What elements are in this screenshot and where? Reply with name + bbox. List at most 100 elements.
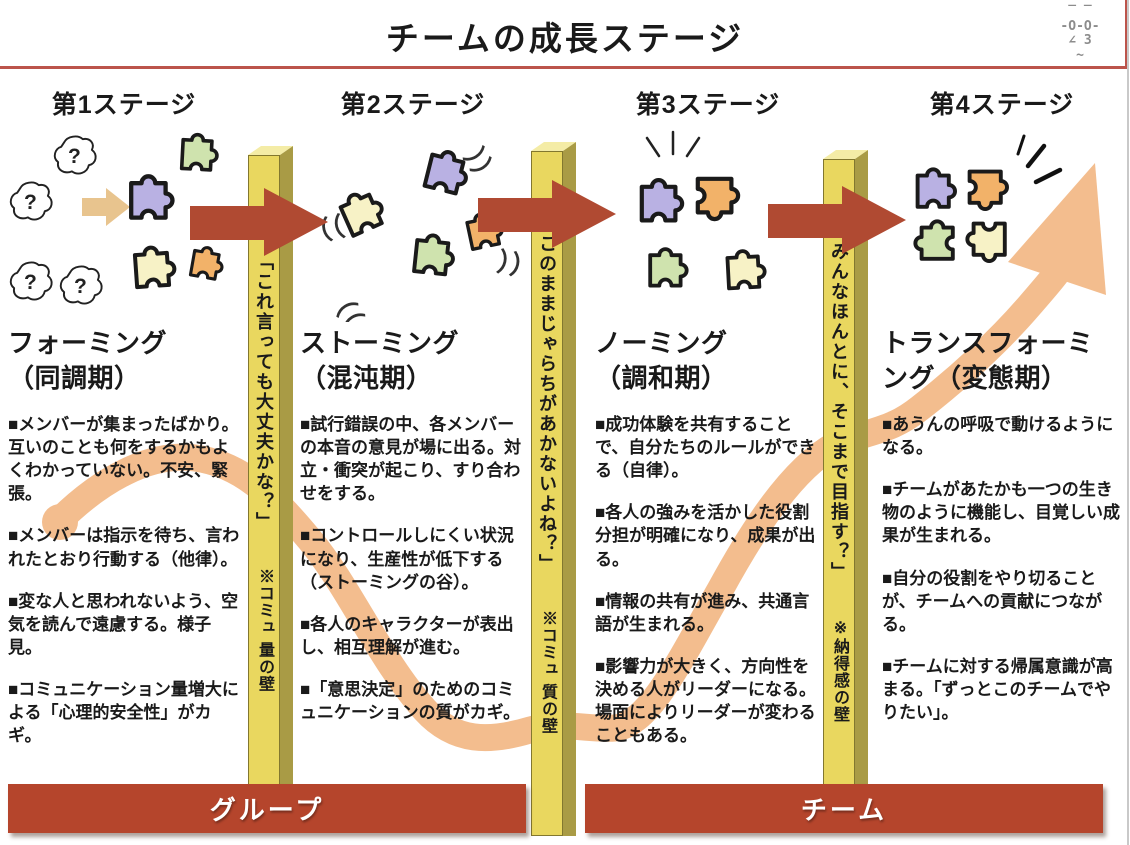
wall-top-face — [248, 146, 293, 155]
stage-1-label: 第1ステージ — [51, 91, 197, 119]
page-title: チームの成長ステージ — [385, 20, 745, 57]
stage-name-line: （調和期） — [595, 363, 728, 393]
puzzle-piece-icon — [131, 176, 172, 217]
puzzle-piece-icon — [464, 208, 507, 252]
wall-side-face — [563, 142, 576, 836]
stage-name-line: （同調期） — [8, 363, 141, 393]
vibration-mark: （（ — [302, 211, 347, 250]
stage-column-2: 第2ステージ （（ ）） ）） ）） ストーミング （混沌期） ■試行錯誤の中、… — [300, 88, 539, 743]
small-arrow-icon — [82, 188, 130, 226]
wall-quote: 「このままじゃらちがあかないよね？」 — [537, 214, 557, 574]
sparkle-lines-icon — [645, 130, 701, 158]
wall-quote: 「これ言っても大丈夫かな？」 — [254, 252, 274, 532]
doodle-face-icon: ‾ ‾ -O-O- ∠ 3 ~ — [1038, 4, 1122, 63]
bullet-item: ■自分の役割をやり切ることが、チームへの貢献につながる。 — [882, 568, 1103, 634]
bullet-item: ■変な人と思われないよう、空気を読んで遠慮する。様子見。 — [8, 591, 239, 657]
right-edge-border — [1127, 0, 1129, 845]
bar-label: グループ — [209, 795, 325, 825]
stage-4-illustration — [913, 134, 1063, 263]
bullet-item: ■「意思決定」のためのコミュニケーションの質がカギ。 — [300, 679, 521, 723]
right-edge-red-line — [1125, 0, 1128, 69]
wall-1: 「これ言っても大丈夫かな？」 ※コミュ 量の壁 — [248, 146, 293, 828]
bullet-item: ■メンバーが集まったばかり。互いのことも何をするかもよくわかっていない。不安、緊… — [8, 415, 239, 504]
stage-4-bullets: ■あうんの呼吸で動けるようになる。 ■チームがあたかも一つの生き物のように機能し… — [882, 413, 1122, 724]
puzzle-piece-icon — [336, 184, 390, 238]
wall-note: ※コミュ 量の壁 — [256, 568, 273, 693]
bullet-item: ■あうんの呼吸で動けるようになる。 — [882, 415, 1114, 458]
bullet-item: ■チームがあたかも一つの生き物のように機能し、目覚しい成果が生まれる。 — [882, 480, 1120, 546]
bullet-item: ■各人のキャラクターが表出し、相互理解が進む。 — [300, 614, 514, 657]
stage-column-3: 第3ステージ ノーミング （調和期） ■成功体験を共有することで、自分たちのルー… — [595, 88, 821, 766]
stage-column-1: 第1ステージ ? ? ? ? フォーミング （同調期） ■メ — [8, 88, 240, 766]
question-mark: ? — [74, 275, 87, 298]
puzzle-piece-icon — [642, 180, 682, 220]
stage-1-art: ? ? ? ? — [8, 122, 240, 322]
vibration-mark: ）） — [459, 143, 505, 192]
puzzle-piece-icon — [412, 231, 458, 277]
puzzle-piece-icon — [648, 247, 689, 288]
bar-label: チーム — [800, 795, 888, 825]
wall-note: ※コミュ 質の壁 — [539, 610, 556, 735]
stage-name-line: ング（変態期） — [882, 363, 1068, 393]
wall-side-face — [280, 146, 293, 828]
stage-3-illustration — [595, 130, 768, 291]
stage-2-art: （（ ）） ）） ）） — [300, 122, 539, 330]
puzzle-piece-icon — [725, 248, 768, 291]
stage-name-line: フォーミング — [8, 328, 168, 358]
bullet-item: ■各人の強みを活かした役割分担が明確になり、成果が出る。 — [595, 503, 816, 569]
bullet-item: ■チームに対する帰属意識が高まる。「ずっとこのチームでやりたい」。 — [882, 656, 1113, 723]
stage-name-line: （混沌期） — [300, 363, 433, 393]
wall-front-face: 「このままじゃらちがあかないよね？」 ※コミュ 質の壁 — [531, 151, 563, 836]
doodle-line: ‾ ‾ — [1068, 4, 1092, 19]
stage-2-label: 第2ステージ — [340, 91, 486, 119]
question-mark: ? — [68, 145, 81, 168]
puzzle-piece-icon — [698, 179, 738, 219]
vibration-mark: ）） — [495, 247, 526, 284]
puzzle-piece-icon — [967, 169, 1009, 211]
puzzle-piece-icon — [965, 221, 1007, 263]
stage-3-name: ノーミング （調和期） — [595, 326, 821, 396]
stage-2-illustration: （（ ）） ）） ）） — [302, 143, 539, 330]
stage-3-label: 第3ステージ — [635, 91, 781, 119]
bullet-item: ■影響力が大きく、方向性を決める人がリーダーになる。場面によりリーダーが変わるこ… — [595, 656, 816, 746]
stage-2-name: ストーミング （混沌期） — [300, 326, 526, 396]
wall-quote: 「みんなほんとに、そこまで目指す？」 — [829, 222, 849, 582]
stage-name-line: ノーミング — [595, 328, 728, 358]
wall-2: 「このままじゃらちがあかないよね？」 ※コミュ 質の壁 — [531, 142, 576, 836]
stage-4-name: トランスフォーミ ング（変態期） — [882, 326, 1122, 396]
wall-top-face — [823, 150, 868, 159]
bullet-item: ■試行錯誤の中、各メンバーの本音の意見が場に出る。対立・衝突が起こり、すり合わせ… — [300, 415, 521, 504]
stage-2-bullets: ■試行錯誤の中、各メンバーの本音の意見が場に出る。対立・衝突が起こり、すり合わせ… — [300, 413, 526, 724]
wall-front-face: 「これ言っても大丈夫かな？」 ※コミュ 量の壁 — [248, 155, 280, 828]
stage-1-illustration: ? ? ? ? — [9, 132, 227, 305]
wall-front-face: 「みんなほんとに、そこまで目指す？」 ※納得感の壁 — [823, 159, 855, 828]
puzzle-piece-icon — [179, 132, 220, 173]
question-mark: ? — [24, 271, 37, 294]
stage-name-line: トランスフォーミ — [882, 328, 1094, 358]
bullet-item: ■成功体験を共有することで、自分たちのルールができる（自律）。 — [595, 415, 816, 481]
vibration-mark: ）） — [323, 282, 369, 322]
wall-top-face — [531, 142, 576, 151]
bottom-bar-team: チーム — [585, 784, 1103, 833]
puzzle-piece-icon — [134, 246, 175, 287]
bullet-item: ■メンバーは指示を待ち、言われたとおり行動する（他律）。 — [8, 526, 240, 569]
wall-side-face — [855, 150, 868, 828]
wall-note: ※納得感の壁 — [831, 618, 848, 724]
stage-1-bullets: ■メンバーが集まったばかり。互いのことも何をするかもよくわかっていない。不安、緊… — [8, 413, 240, 747]
bottom-bar-group: グループ — [8, 784, 526, 833]
stage-3-art — [595, 122, 821, 322]
stage-1-name: フォーミング （同調期） — [8, 326, 240, 396]
puzzle-piece-icon — [915, 167, 957, 209]
bullet-item: ■コントロールしにくい状況になり、生産性が低下する（ストーミングの谷）。 — [300, 526, 514, 592]
stage-name-line: ストーミング — [300, 328, 460, 358]
question-mark: ? — [24, 191, 37, 214]
puzzle-piece-icon — [913, 219, 955, 261]
bullet-item: ■コミュニケーション量増大による「心理的安全性」がカギ。 — [8, 679, 239, 746]
stage-4-art — [882, 122, 1122, 322]
bullet-item: ■情報の共有が進み、共通言語が生まれる。 — [595, 591, 810, 634]
stage-3-bullets: ■成功体験を共有することで、自分たちのルールができる（自律）。 ■各人の強みを活… — [595, 413, 821, 747]
wall-3: 「みんなほんとに、そこまで目指す？」 ※納得感の壁 — [823, 150, 868, 828]
title-underline — [0, 66, 1126, 69]
stage-4-label: 第4ステージ — [929, 91, 1075, 119]
